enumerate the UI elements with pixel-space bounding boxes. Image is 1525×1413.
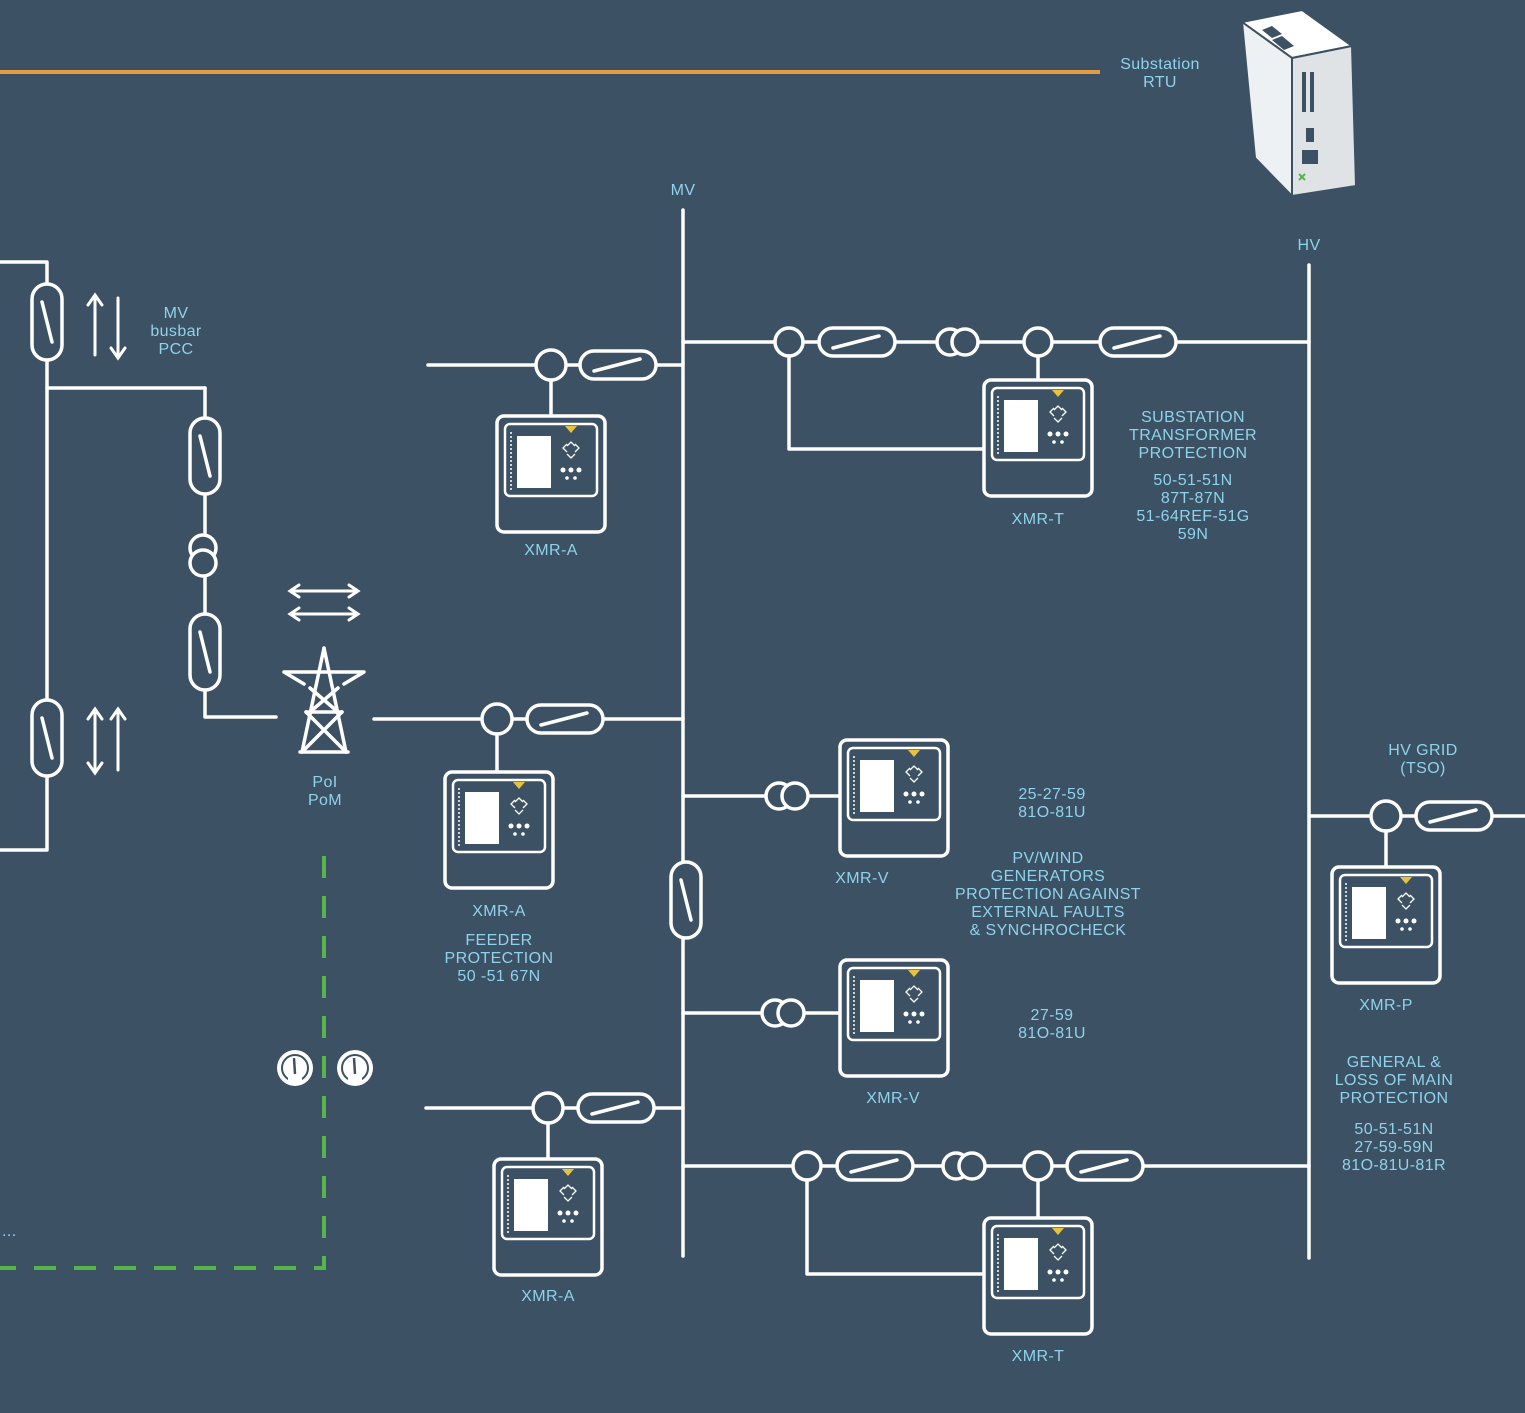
relay-label-xmr-v-1: XMR-V [835,870,889,887]
relay-label-xmr-a-top: XMR-A [524,542,578,559]
generator-bay-1 [681,738,950,858]
relay-xmr-t-bottom [982,1216,1094,1336]
transmission-tower-icon [282,646,366,754]
mv-bus-label: MV [671,182,696,199]
hv-grid-connection [1307,799,1525,985]
upward-arrows-icon [86,706,127,776]
feeder-mid [372,702,685,890]
transformer-bay-bottom [681,1150,1311,1336]
relay-label-xmr-a-mid: XMR-A [472,903,526,920]
relay-xmr-v-1 [838,738,950,858]
substation-rtu-icon [1239,8,1358,199]
hv-grid-label: HV GRID(TSO) [1388,742,1457,777]
mv-busbar-pcc [0,260,278,852]
relay-label-xmr-t-top: XMR-T [1012,511,1065,528]
transformer-bay-top [681,326,1311,498]
relay-label-xmr-a-bottom: XMR-A [521,1288,575,1305]
generator-bay-2 [681,958,950,1078]
meter-gauge-icon [275,1048,315,1088]
relay-xmr-a-mid [443,770,555,890]
relay-xmr-p [1330,865,1442,985]
relay-xmr-a-bottom [492,1157,604,1277]
relay-xmr-t-top [982,378,1094,498]
mv-bus-breaker [669,860,703,940]
monitoring-link [0,856,326,1270]
bidirectional-arrows-icon [86,292,127,361]
relay-xmr-v-2 [838,958,950,1078]
relay-label-xmr-v-2: XMR-V [866,1090,920,1107]
exchange-arrows-icon [287,583,361,622]
relay-xmr-a-top [495,414,607,534]
relay-label-xmr-t-bottom: XMR-T [1012,1348,1065,1365]
hv-bus-label: HV [1297,237,1320,254]
ellipsis-label: ... [2,1223,17,1240]
feeder-bottom [424,1091,685,1277]
relay-label-xmr-p: XMR-P [1359,997,1413,1014]
meter-gauge-icon [335,1048,375,1088]
feeder-top [426,348,685,534]
